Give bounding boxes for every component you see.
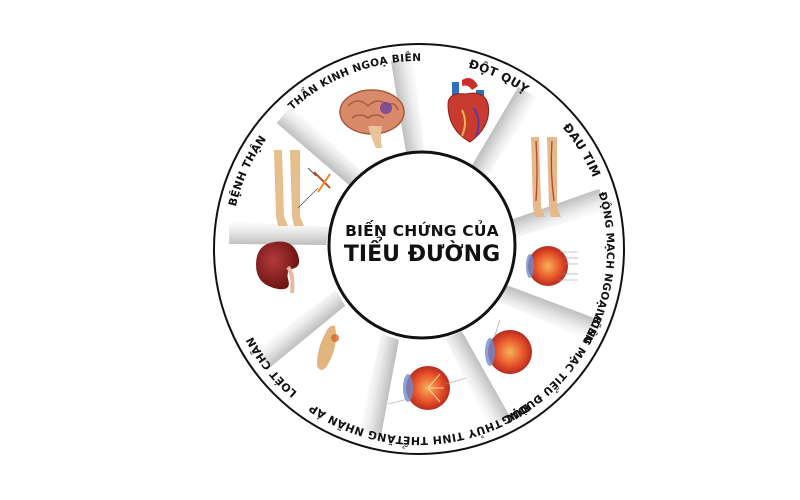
brain-icon [339,89,405,148]
center-title-line1: BIẾN CHỨNG CỦA [345,222,499,241]
heart-icon [447,78,490,143]
eye-retina-icon [526,246,578,286]
center-title-line2: TIỂU ĐƯỜNG [343,242,501,268]
legs-nerve-icon [274,150,331,226]
kidney-icon [256,241,300,294]
foot-ulcer-icon [317,325,339,370]
eye-glaucoma-icon [387,366,467,410]
inner-circle [327,150,517,340]
eye-cataract-icon [485,319,532,374]
center-title: BIẾN CHỨNG CỦA TIỂU ĐƯỜNG [329,152,515,338]
legs-arteries-icon [531,137,561,217]
